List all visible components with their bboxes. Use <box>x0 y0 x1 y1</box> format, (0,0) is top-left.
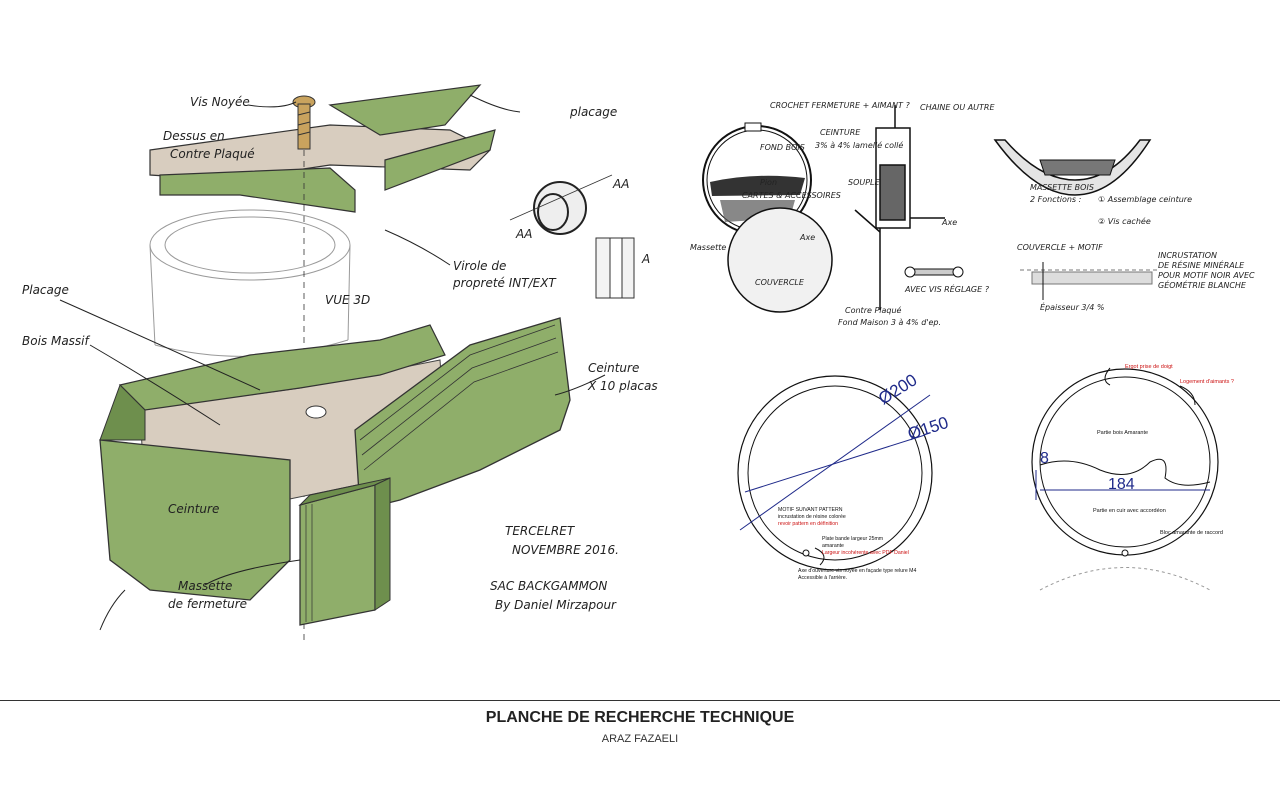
label-cartes: CARTES & ACCESSOIRES <box>742 191 841 200</box>
label-ceinture-front: Ceinture <box>168 502 219 516</box>
motif-line2: incrustation de résine colorée <box>778 514 846 520</box>
label-axe-1: Axe <box>799 233 815 242</box>
logement: Logement d'aimants ? <box>1180 379 1234 385</box>
pencil-cylinder <box>149 209 351 357</box>
label-tercelet-1: TERCELRET <box>505 524 576 538</box>
label-tercelet-2: NOVEMBRE 2016. <box>512 543 619 557</box>
label-fond-maison: Fond Maison 3 à 4% d'ep. <box>838 318 941 327</box>
page-author: ARAZ FAZAELI <box>601 733 679 745</box>
label-placage-top: placage <box>569 105 617 119</box>
ceinture-front <box>99 439 291 601</box>
label-massette-1: Massette <box>178 579 232 593</box>
label-couvercle-motif: COUVERCLE + MOTIF <box>1017 243 1103 252</box>
label-sac-2: By Daniel Mirzapour <box>495 598 617 612</box>
label-virole-1: Virole de <box>453 259 506 273</box>
label-incrustation-2: DE RÉSINE MINÉRALE <box>1158 259 1245 270</box>
footer-divider <box>0 700 1280 701</box>
label-crochet: CROCHET FERMETURE + AIMANT ? <box>770 101 910 110</box>
massette-block <box>298 477 391 626</box>
dim-small: 8 <box>1040 450 1049 467</box>
label-incrustation-4: GÉOMÉTRIE BLANCHE <box>1158 279 1247 290</box>
label-fond-bois: FOND BOIS <box>760 143 805 152</box>
label-massette-tr: Massette <box>690 243 726 252</box>
case-side-section <box>854 105 945 310</box>
ceinture-left-bank <box>99 384 146 441</box>
veneer-top <box>118 324 446 411</box>
dim-outer: Ø200 <box>875 370 920 408</box>
motif-red: revoir pattern en définition <box>778 521 838 527</box>
label-chaine: CHAINE OU AUTRE <box>920 103 995 112</box>
massette-bois-detail <box>993 139 1152 196</box>
ergot: Ergot prise de doigt <box>1125 364 1173 370</box>
label-contre-plaque: Contre Plaqué <box>170 147 255 161</box>
page-title: PLANCHE DE RECHERCHE TECHNIQUE <box>485 709 795 726</box>
label-dessus: Dessus en <box>163 129 225 143</box>
label-axe-2: Axe <box>941 218 957 227</box>
hole-bottom <box>305 405 327 419</box>
partie-cuir: Partie en cuir avec accordéon <box>1093 508 1166 514</box>
label-aa-2: AA <box>515 227 532 241</box>
label-virole-2: propreté INT/EXT <box>452 276 557 290</box>
label-fonctions: 2 Fonctions : <box>1030 195 1082 204</box>
label-aa-1: AA <box>612 177 629 191</box>
label-sac-1: SAC BACKGAMMON <box>490 579 607 593</box>
label-souple: SOUPLE <box>848 178 881 187</box>
vis-reglage-icon <box>904 266 964 278</box>
label-couvercle: COUVERCLE <box>755 278 805 287</box>
ring-detail <box>509 174 635 299</box>
top-plate <box>149 84 496 213</box>
label-massette-bois: MASSETTE BOIS <box>1030 183 1094 192</box>
case-top-view <box>702 122 833 313</box>
plate-1: Plate bande largeur 25mm <box>822 536 883 542</box>
drawing-circles-left: Ø200 Ø150 MOTIF SUIVANT PATTERN incrusta… <box>737 370 951 581</box>
axe-2: Accessible à l'arrière. <box>798 575 847 581</box>
label-assemblage: ① Assemblage ceinture <box>1098 195 1192 204</box>
label-ceinture-1: Ceinture <box>588 361 639 375</box>
bloc: Bloc amarante de raccord <box>1160 530 1223 536</box>
couvercle-motif-bar <box>1020 262 1160 300</box>
drawing-circles-right: 8 184 Ergot prise de doigt Logement d'ai… <box>1031 364 1234 591</box>
label-ceinture-tr: CEINTURE <box>820 128 861 137</box>
plate-red: Largeur incohérente avec PDF Daniel <box>822 550 909 556</box>
label-vis-noyee: Vis Noyée <box>190 95 250 109</box>
label-placage-left: Placage <box>22 283 69 297</box>
label-vue-3d: VUE 3D <box>325 293 370 307</box>
main-exploded-sketch: Vis Noyée placage Dessus en Contre Plaqu… <box>22 84 658 640</box>
label-pion: Pion <box>760 178 777 187</box>
plate-2: amarante <box>822 543 844 549</box>
partie-bois: Partie bois Amarante <box>1097 430 1148 436</box>
label-bois-massif: Bois Massif <box>22 334 91 348</box>
motif-title: MOTIF SUIVANT PATTERN <box>778 507 843 513</box>
label-vis-cache: ② Vis cachée <box>1098 216 1151 226</box>
label-incrustation-1: INCRUSTATION <box>1158 251 1217 260</box>
axe-1: Axe d'ouverture vis noyée en façade type… <box>798 568 916 574</box>
label-ceinture-2: X 10 placas <box>587 379 658 393</box>
label-avec-vis: AVEC VIS RÉGLAGE ? <box>904 283 990 294</box>
dim-width: 184 <box>1108 476 1135 493</box>
label-incrustation-3: POUR MOTIF NOIR AVEC <box>1158 271 1255 280</box>
label-ceinture-detail: 3% à 4% lamellé collé <box>815 140 903 150</box>
label-massette-2: de fermeture <box>168 597 247 611</box>
label-contre-plaque-tr: Contre Plaqué <box>845 305 902 315</box>
label-epaisseur: Épaisseur 3/4 % <box>1040 301 1104 312</box>
label-a-side: A <box>641 252 650 266</box>
dim-inner: Ø150 <box>905 413 950 444</box>
top-right-sketches: CROCHET FERMETURE + AIMANT ? CHAINE OU A… <box>690 101 1255 327</box>
